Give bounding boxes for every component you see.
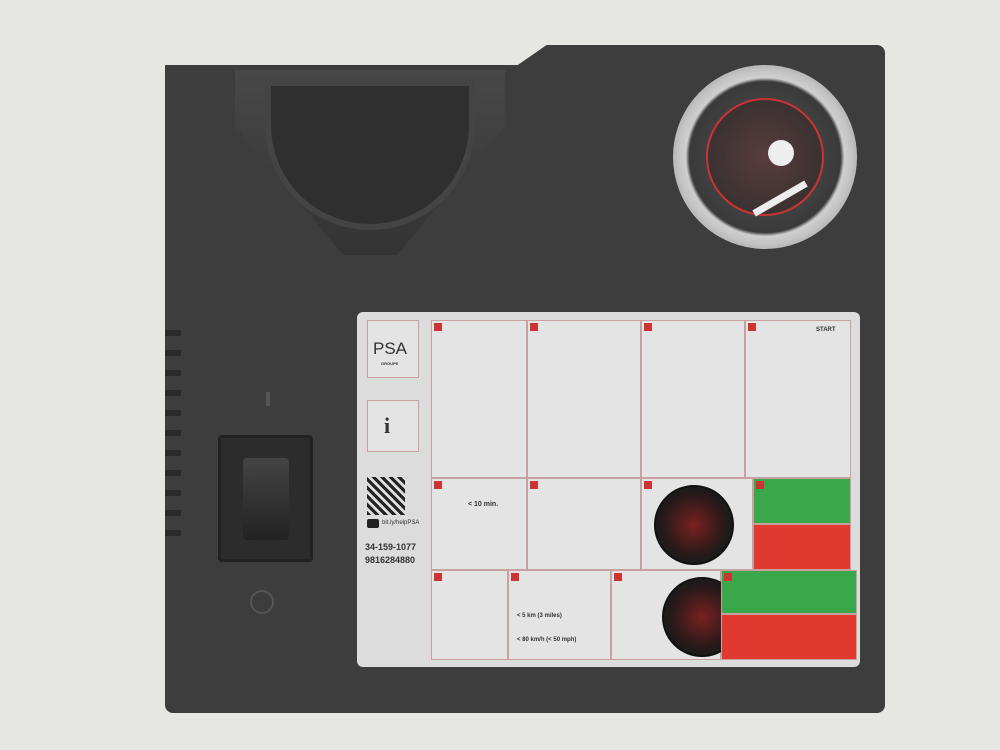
vent-ridge (165, 390, 181, 396)
gauge-needle (752, 180, 808, 217)
vent-ridge (165, 350, 181, 356)
vent-ridge (165, 410, 181, 416)
step-2 (527, 320, 641, 478)
step-11 (611, 570, 742, 660)
vent-ridge (165, 490, 181, 496)
brand-text: PSA (373, 339, 408, 358)
vent-ridge (165, 430, 181, 436)
vent-ridge (165, 510, 181, 516)
time-limit: < 10 min. (468, 501, 499, 508)
start-text: START (816, 327, 836, 333)
pressure-dial-icon (654, 485, 734, 565)
speed-limit: < 80 km/h (< 50 mph) (517, 637, 577, 643)
step-9 (431, 570, 508, 660)
step-4: START (745, 320, 851, 478)
step-3 (641, 320, 745, 478)
final-ok-panel (721, 570, 857, 614)
rocker-button[interactable] (243, 458, 289, 540)
part-number: 34-159-1077 (365, 542, 417, 552)
video-link: bit.ly/helpPSA (382, 520, 420, 526)
gauge-face (706, 98, 824, 217)
step-1 (431, 320, 527, 478)
step-6 (527, 478, 641, 570)
psa-logo: PSA GROUPE (367, 320, 419, 378)
vent-ridge (165, 330, 181, 336)
instruction-label: PSA GROUPE i bit.ly/helpPSA 34-159-1077 … (357, 312, 860, 667)
step-10: < 5 km (3 miles) < 80 km/h (< 50 mph) (508, 570, 611, 660)
vent-ridge (165, 470, 181, 476)
power-switch[interactable] (218, 435, 313, 562)
vent-ridge (165, 370, 181, 376)
video-play-icon (367, 519, 379, 528)
distance-limit: < 5 km (3 miles) (517, 613, 562, 619)
ref-number: 9816284880 (365, 555, 416, 565)
pressure-low-panel (753, 524, 851, 570)
step-7 (641, 478, 753, 570)
vent-ridge (165, 450, 181, 456)
vent-ridge (165, 530, 181, 536)
port-hole (250, 590, 274, 614)
pressure-ok-panel (753, 478, 851, 524)
step-5: < 10 min. (431, 478, 527, 570)
indicator-mark (266, 392, 270, 406)
manual-info-icon: i (367, 400, 419, 452)
brand-sub: GROUPE (381, 361, 399, 366)
final-warn-panel (721, 614, 857, 660)
qr-code (367, 477, 405, 515)
gauge-hub (768, 140, 794, 166)
pressure-gauge (673, 65, 857, 249)
